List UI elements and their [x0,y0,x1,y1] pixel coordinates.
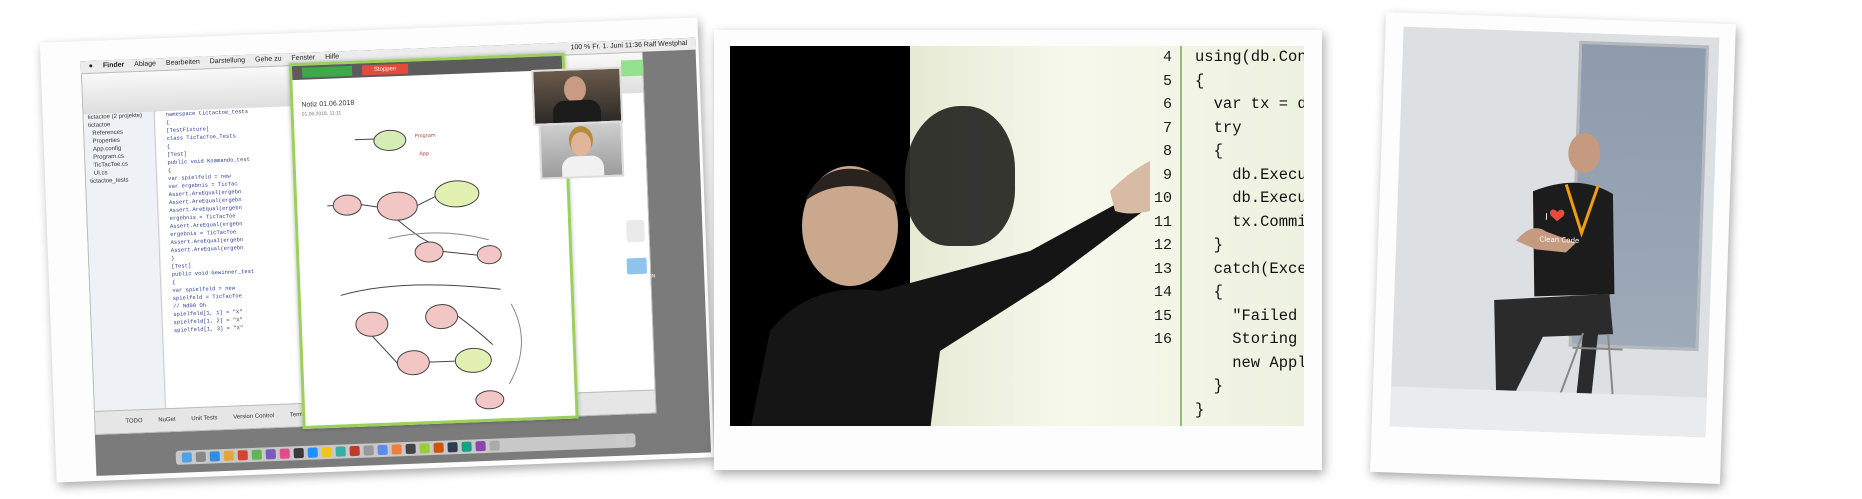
stop-recording-button: Stoppen [361,63,409,76]
folder-icon [626,257,648,275]
gutter-line [1180,46,1182,426]
polaroid-speaker: I Clean Code [1370,12,1736,484]
handwritten-flow-diagram: Program App [327,129,522,410]
speaker-photo: I Clean Code [1389,26,1720,438]
app-icon [391,444,402,455]
line-number: 6 [1162,96,1172,113]
app-icon [321,446,332,458]
projected-code-line: var tx = db.OpenTransaction(); [1213,95,1304,113]
projected-code-line: { [1195,283,1223,301]
projected-code-line: } [1195,377,1223,395]
app-icon [349,445,360,457]
polaroid-presenter: 4 5 6 7 8 9 10 11 12 13 14 15 16 using(db.Connect(…)… [714,30,1322,470]
line-number: 8 [1162,143,1172,160]
polaroid-screen-recording: ● Finder Ablage Bearbeiten Darstellung G… [39,17,715,483]
app-icon [293,447,304,459]
video-participant-2 [538,120,625,180]
line-number: 7 [1162,119,1172,137]
app-icon [223,450,234,462]
projected-code-line: db.ExecuteSql(…); // Store contac [1232,189,1304,207]
projected-code-line: new ApplicationException(…) [1232,353,1304,372]
sticky-note [620,59,644,77]
line-number: 4 [1162,49,1172,66]
line-number: 10 [1153,190,1172,207]
line-number: 5 [1162,72,1172,90]
projected-code: using(db.Connect(…)) { var tx = db.OpenTr… [1195,46,1304,422]
shirt-slogan: Clean Code [1539,236,1579,245]
app-icon [377,444,388,456]
line-number: 12 [1153,237,1172,254]
line-number: 9 [1162,166,1172,184]
projected-code-line: catch(Exce [1195,259,1304,278]
participant-avatar [563,75,587,103]
mac-dock [175,433,636,465]
projected-code-line: Storing customer failed; [1232,330,1298,348]
desktop-file-thumbs: Thumbs.db [615,219,656,249]
app-icon [447,442,458,453]
line-number: 11 [1153,213,1172,231]
app-icon [461,441,472,452]
heart-icon [1550,209,1565,222]
desktop-folder-recycle: $RECYCLE.BIN [617,257,658,281]
app-icon [279,448,290,459]
projected-code-line: db.ExecuteSql(…); // Store name an [1232,165,1304,184]
finder-icon [181,452,193,463]
app-icon [363,445,374,456]
app-icon [475,440,486,452]
app-icon [335,446,346,457]
video-participant-1 [531,66,624,126]
projected-code-line: tx.Commit(); [1232,212,1304,231]
line-number: 14 [1153,284,1172,301]
timer-badge [301,65,353,78]
app-icon [307,447,318,458]
app-icon [433,442,444,453]
projected-code-line: } [1195,400,1205,419]
note-title: Notiz 01.06.2018 [301,99,355,109]
projected-code-line: using(db.Connect(…)) [1195,48,1304,66]
presenter-shadow [905,106,1015,246]
solution-tree: tictactoe (2 projekte) tictactoe Referen… [83,111,166,412]
svg-text:Program: Program [415,133,436,140]
line-number: 13 [1153,260,1172,278]
line-number: 15 [1153,307,1172,325]
projected-code-line: } [1195,236,1223,254]
shirt-letter: I [1545,213,1548,223]
app-icon [265,449,276,460]
note-date: 01.06.2018, 11:11 [301,110,342,118]
app-icon [209,451,220,462]
file-icon [626,219,645,243]
presenter-figure [751,161,1150,426]
projected-code-line: try [1195,118,1242,137]
trash-icon [615,435,626,446]
participant-avatar [570,131,592,157]
apple-icon: ● [88,62,94,70]
speaker-figure: I Clean Code [1485,133,1623,425]
projected-code-line: "Failed to store custo [1232,306,1298,325]
app-icon [251,449,262,460]
notes-window: Stoppen Notiz 01.06.2018 01.06.2018, 11:… [288,52,579,429]
app-icon [489,440,500,451]
line-numbers: 4 5 6 7 8 9 10 11 12 13 14 15 16 [1142,46,1172,352]
line-number: 16 [1153,331,1172,348]
floor [1389,386,1707,438]
svg-text:App: App [419,151,429,157]
presenter-photo: 4 5 6 7 8 9 10 11 12 13 14 15 16 using(db.Connect(…)… [730,46,1304,426]
screen-recording-photo: ● Finder Ablage Bearbeiten Darstellung G… [80,37,712,476]
app-icon [237,450,248,461]
app-icon [195,451,207,463]
projected-code-line: { [1195,142,1223,160]
app-icon [405,443,416,455]
projected-code-line: { [1195,71,1205,90]
app-icon [419,443,430,454]
